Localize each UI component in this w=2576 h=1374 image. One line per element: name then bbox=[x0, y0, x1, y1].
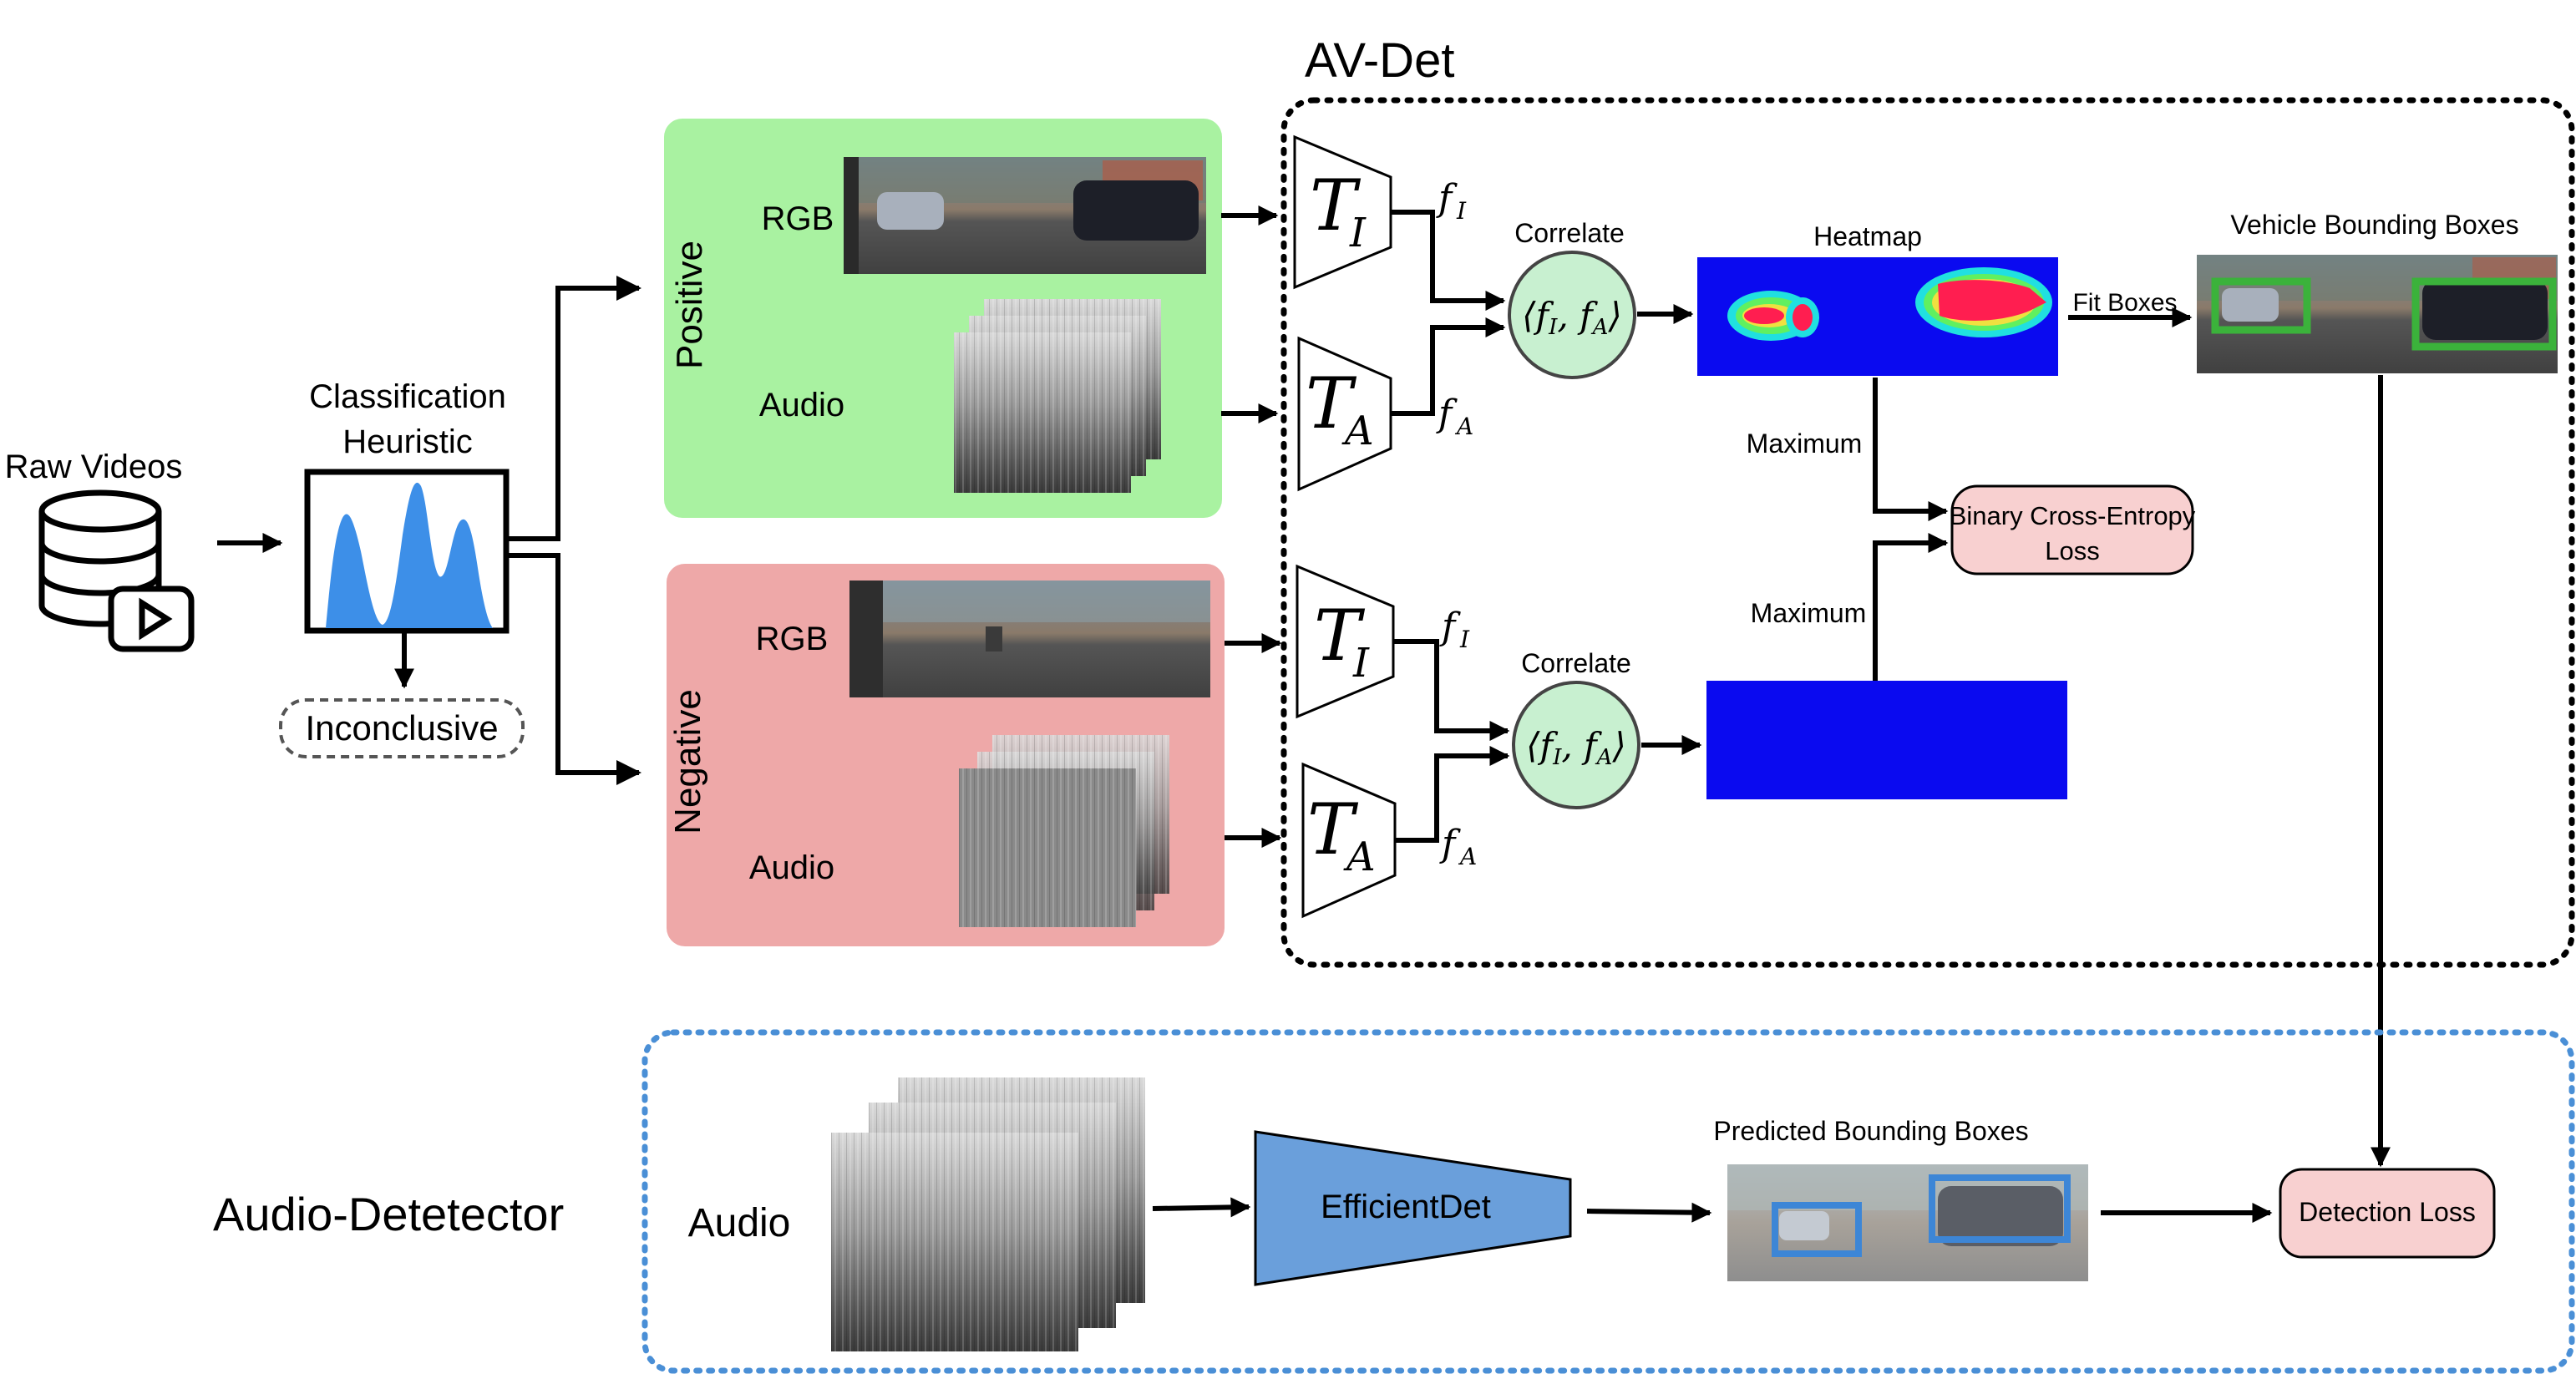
arrow-max-positive bbox=[1873, 378, 1949, 521]
feature-image-label-positive: f I bbox=[1436, 177, 1467, 225]
svg-text:I: I bbox=[1349, 210, 1367, 256]
heuristic-label-line2: Heuristic bbox=[342, 423, 473, 460]
negative-spectrogram-stack bbox=[959, 735, 1169, 927]
vehicle-boxes-image bbox=[2197, 255, 2558, 373]
svg-text:I: I bbox=[1459, 626, 1470, 653]
positive-audio-label: Audio bbox=[759, 387, 844, 423]
svg-text:⟨fI, fA⟩: ⟨fI, fA⟩ bbox=[1522, 295, 1622, 340]
negative-title: Negative bbox=[667, 689, 708, 834]
correlate-label-negative: Correlate bbox=[1521, 648, 1631, 678]
detection-loss-label: Detection Loss bbox=[2299, 1197, 2476, 1227]
feature-audio-label-negative: f A bbox=[1439, 823, 1477, 870]
arrow-efficientdet-to-predicted bbox=[1586, 1202, 1712, 1223]
audio-detector-boundary bbox=[641, 1029, 2575, 1374]
feature-image-label-negative: f I bbox=[1439, 606, 1470, 653]
negative-rgb-label: RGB bbox=[756, 621, 829, 657]
encoder-audio-positive: T A bbox=[1297, 336, 1392, 492]
audio-detector-title: Audio-Detetector bbox=[213, 1188, 564, 1240]
negative-rgb-frame bbox=[849, 581, 1210, 697]
avdet-boundary bbox=[1280, 97, 2575, 968]
bce-loss-label-line2: Loss bbox=[2045, 536, 2099, 565]
svg-text:T: T bbox=[1307, 788, 1359, 870]
vehicle-boxes-label: Vehicle Bounding Boxes bbox=[2230, 210, 2518, 240]
bce-loss-box bbox=[1950, 484, 2194, 575]
heatmap-negative bbox=[1706, 681, 2067, 799]
avdet-title: AV-Det bbox=[1305, 33, 1454, 88]
svg-text:f: f bbox=[1436, 393, 1458, 435]
svg-text:T: T bbox=[1314, 595, 1366, 677]
detection-loss-box bbox=[2279, 1168, 2496, 1259]
svg-text:f: f bbox=[1439, 823, 1461, 865]
svg-text:f: f bbox=[1439, 606, 1461, 648]
correlate-node-positive: ⟨fI, fA⟩ bbox=[1508, 251, 1636, 379]
inconclusive-label: Inconclusive bbox=[305, 708, 498, 748]
encoder-image-negative: T I bbox=[1296, 564, 1395, 719]
positive-rgb-label: RGB bbox=[762, 200, 834, 237]
fit-boxes-label: Fit Boxes bbox=[2072, 289, 2177, 317]
arrow-fa-pos bbox=[1391, 317, 1506, 416]
predicted-boxes-image bbox=[1727, 1164, 2088, 1281]
encoder-image-positive: T I bbox=[1293, 134, 1392, 290]
positive-title: Positive bbox=[669, 241, 710, 369]
svg-text:T: T bbox=[1310, 165, 1362, 246]
arrow-fi-neg bbox=[1393, 639, 1510, 741]
arrow-to-positive bbox=[508, 276, 641, 541]
svg-text:I: I bbox=[1456, 197, 1467, 225]
positive-rgb-frame bbox=[844, 157, 1206, 274]
efficientdet-label: EfficientDet bbox=[1321, 1189, 1491, 1225]
arrow-fi-pos bbox=[1391, 210, 1506, 311]
positive-spectrogram-stack bbox=[954, 299, 1161, 493]
heatmap-positive bbox=[1697, 257, 2058, 376]
svg-text:A: A bbox=[1341, 408, 1374, 454]
svg-text:I: I bbox=[1352, 640, 1370, 687]
arrow-audio-to-efficientdet bbox=[1152, 1197, 1251, 1218]
waveform-chart-icon bbox=[304, 469, 510, 634]
feature-audio-label-positive: f A bbox=[1436, 393, 1473, 440]
arrow-to-negative bbox=[508, 553, 641, 785]
correlate-label-positive: Correlate bbox=[1514, 218, 1625, 248]
inconclusive-box bbox=[279, 698, 525, 758]
correlate-node-negative: ⟨fI, fA⟩ bbox=[1512, 681, 1640, 809]
bce-loss-label-line1: Binary Cross-Entropy bbox=[1950, 501, 2196, 530]
negative-audio-label: Audio bbox=[749, 849, 834, 886]
maximum-label-positive: Maximum bbox=[1747, 428, 1863, 459]
raw-videos-label: Raw Videos bbox=[5, 449, 183, 485]
predicted-boxes-label: Predicted Bounding Boxes bbox=[1713, 1116, 2028, 1146]
svg-text:A: A bbox=[1454, 413, 1473, 440]
arrow-fa-neg bbox=[1395, 746, 1510, 843]
svg-text:A: A bbox=[1458, 843, 1477, 870]
detector-spectrogram-stack bbox=[831, 1077, 1145, 1351]
maximum-label-negative: Maximum bbox=[1751, 598, 1867, 628]
encoder-audio-negative: T A bbox=[1301, 762, 1397, 919]
database-video-icon bbox=[38, 489, 195, 652]
heuristic-label-line1: Classification bbox=[309, 378, 506, 415]
detector-audio-label: Audio bbox=[688, 1201, 791, 1245]
heatmap-label: Heatmap bbox=[1813, 221, 1922, 251]
svg-text:f: f bbox=[1436, 177, 1458, 220]
svg-text:T: T bbox=[1306, 363, 1357, 444]
efficientdet-block bbox=[1254, 1130, 1572, 1286]
arrow-max-negative bbox=[1873, 533, 1949, 681]
svg-text:A: A bbox=[1343, 834, 1376, 880]
